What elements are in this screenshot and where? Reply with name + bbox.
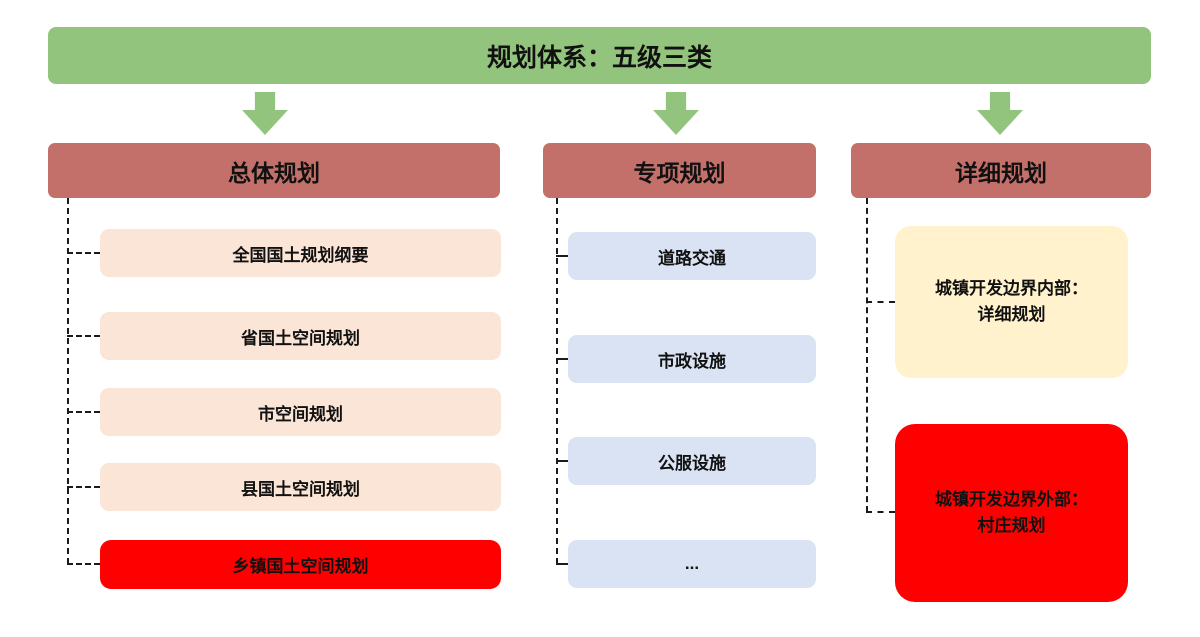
diagram-title: 规划体系：五级三类 xyxy=(486,43,712,72)
item-label: 道路交通 xyxy=(658,248,726,268)
connector-hline xyxy=(556,460,568,462)
connector-hline xyxy=(67,411,100,413)
item-city-spatial-plan: 市空间规划 xyxy=(100,388,501,436)
item-label-line1: 城镇开发边界外部： xyxy=(935,489,1088,509)
item-label: 市政设施 xyxy=(658,351,726,371)
connector-hline xyxy=(866,301,895,303)
item-label-line2: 村庄规划 xyxy=(977,516,1046,535)
connector-vline-col3 xyxy=(866,198,868,512)
item-inside-boundary-detailed-plan: 城镇开发边界内部： 详细规划 xyxy=(895,226,1128,378)
connector-hline xyxy=(67,563,100,565)
connector-hline xyxy=(67,252,100,254)
item-public-service-facilities: 公服设施 xyxy=(568,437,816,485)
item-label-line1: 城镇开发边界内部： xyxy=(935,278,1088,298)
item-label: 县国土空间规划 xyxy=(241,479,360,499)
connector-vline-col2 xyxy=(556,198,558,564)
column-header-detailed-plan: 详细规划 xyxy=(851,143,1151,198)
title-banner: 规划体系：五级三类 xyxy=(48,27,1151,84)
column-header-label: 详细规划 xyxy=(955,159,1047,186)
item-national-land-plan-outline: 全国国土规划纲要 xyxy=(100,229,501,277)
column-header-special-plan: 专项规划 xyxy=(543,143,816,198)
down-arrow-3 xyxy=(977,92,1023,135)
item-label: 公服设施 xyxy=(658,453,726,473)
item-road-traffic: 道路交通 xyxy=(568,232,816,280)
item-ellipsis: ... xyxy=(568,540,816,588)
item-label: 全国国土规划纲要 xyxy=(232,245,369,265)
connector-hline xyxy=(67,335,100,337)
connector-hline xyxy=(556,563,568,565)
connector-hline xyxy=(556,255,568,257)
item-label-line2: 详细规划 xyxy=(977,305,1046,324)
item-label: 市空间规划 xyxy=(258,404,343,424)
item-municipal-facilities: 市政设施 xyxy=(568,335,816,383)
connector-hline xyxy=(556,358,568,360)
item-label: 省国土空间规划 xyxy=(241,328,360,348)
connector-vline-col1 xyxy=(67,198,69,564)
column-header-label: 总体规划 xyxy=(228,159,320,186)
connector-hline xyxy=(67,486,100,488)
item-label: 乡镇国土空间规划 xyxy=(232,557,369,576)
item-county-spatial-plan: 县国土空间规划 xyxy=(100,463,501,511)
item-label: ... xyxy=(684,554,700,573)
item-outside-boundary-village-plan: 城镇开发边界外部： 村庄规划 xyxy=(895,424,1128,602)
down-arrow-1 xyxy=(242,92,288,135)
connector-hline xyxy=(866,511,895,513)
item-township-spatial-plan: 乡镇国土空间规划 xyxy=(100,540,501,589)
down-arrow-2 xyxy=(653,92,699,135)
item-provincial-spatial-plan: 省国土空间规划 xyxy=(100,312,501,360)
column-header-label: 专项规划 xyxy=(633,159,726,186)
column-header-overall-plan: 总体规划 xyxy=(48,143,500,198)
